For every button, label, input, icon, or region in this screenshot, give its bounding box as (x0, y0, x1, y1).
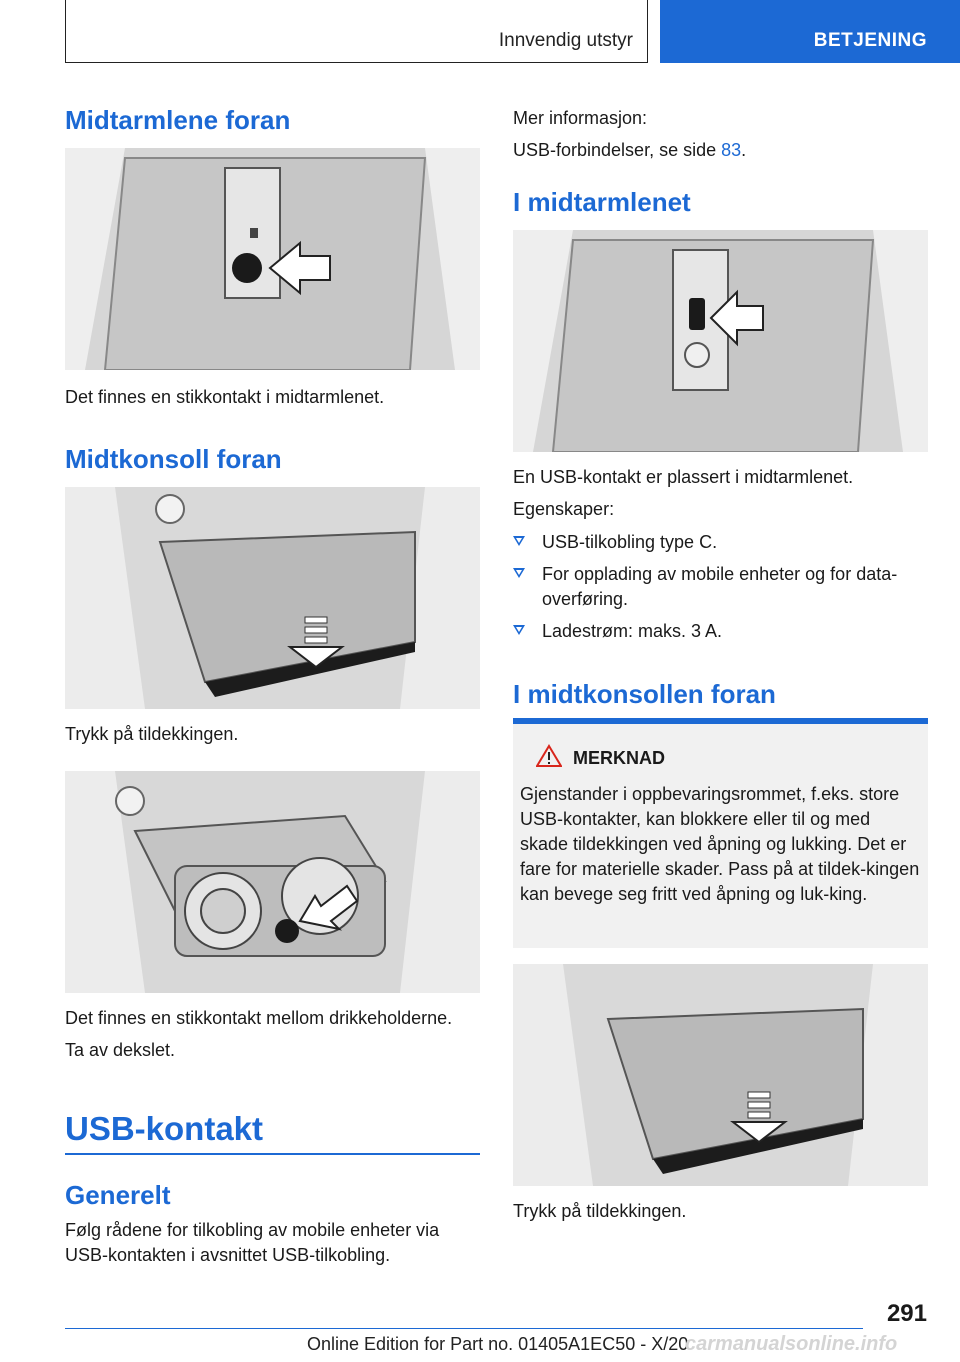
triangle-bullet-icon (513, 625, 525, 635)
triangle-bullet-icon (513, 568, 525, 578)
properties-list: USB-tilkobling type C. For opplading av … (513, 530, 928, 644)
caption-cupholder-1: Det finnes en stikkontakt mellom drikkeh… (65, 1008, 453, 1028)
note-top-rule (513, 718, 928, 724)
caption-in-armrest: En USB-kontakt er plassert i midtarmlene… (513, 467, 854, 487)
photo-console-cover-2 (513, 964, 928, 1186)
heading-in-armrest: I midtarmlenet (513, 187, 691, 217)
list-item-text: USB-tilkobling type C. (542, 532, 718, 552)
note-text: Gjenstander i oppbevaringsrommet, f.eks.… (520, 784, 920, 904)
list-item: USB-tilkobling type C. (513, 530, 928, 555)
photo-console-cover (65, 487, 480, 709)
section-title: Innvendig utstyr (498, 30, 633, 51)
general-text: Følg rådene for tilkobling av mobile enh… (65, 1220, 440, 1265)
divider (65, 1153, 480, 1155)
usb-reference-suffix: . (741, 140, 747, 160)
photo-cupholder-socket (65, 771, 480, 993)
heading-in-console: I midtkonsollen foran (513, 679, 776, 709)
list-item: Ladestrøm: maks. 3 A. (513, 619, 928, 644)
heading-armrest-front: Midtarmlene foran (65, 105, 291, 135)
chapter-title: BETJENING (813, 30, 927, 51)
triangle-bullet-icon (513, 536, 525, 546)
list-item-text: Ladestrøm: maks. 3 A. (542, 621, 723, 641)
page-number: 291 (886, 1300, 927, 1327)
photo-armrest-socket (65, 148, 480, 370)
caption-console-bottom: Trykk på tildekkingen. (513, 1201, 687, 1221)
caption-cupholder-2: Ta av dekslet. (65, 1040, 176, 1060)
properties-label: Egenskaper: (513, 499, 615, 519)
list-item: For opplading av mobile enheter og for d… (513, 562, 928, 612)
heading-console-front: Midtkonsoll foran (65, 444, 282, 474)
edition-text: Online Edition for Part no. 01405A1EC50 … (307, 1334, 689, 1354)
section-tab: Innvendig utstyr (65, 0, 648, 63)
list-item-text: For opplading av mobile enheter og for d… (542, 564, 898, 609)
caption-console-press: Trykk på tildekkingen. (65, 724, 239, 744)
page-link[interactable]: 83 (721, 140, 742, 160)
heading-usb: USB-kontakt (65, 1110, 264, 1147)
heading-general: Generelt (65, 1180, 171, 1210)
chapter-tab: BETJENING (660, 0, 960, 63)
more-info-label: Mer informasjon: (513, 108, 648, 128)
caption-armrest-front: Det finnes en stikkontakt i midtarmlenet… (65, 387, 385, 407)
usb-reference-text: USB-forbindelser, se side (513, 140, 722, 160)
note-box: MERKNAD Gjenstander i oppbevaringsrommet… (513, 724, 928, 948)
footer-rule (65, 1328, 863, 1329)
watermark: carmanualsonline.info (685, 1333, 898, 1355)
note-title: MERKNAD (573, 748, 665, 768)
warning-icon (536, 744, 562, 767)
photo-armrest-usb (513, 230, 928, 452)
usb-reference: USB-forbindelser, se side 83. (513, 138, 746, 163)
